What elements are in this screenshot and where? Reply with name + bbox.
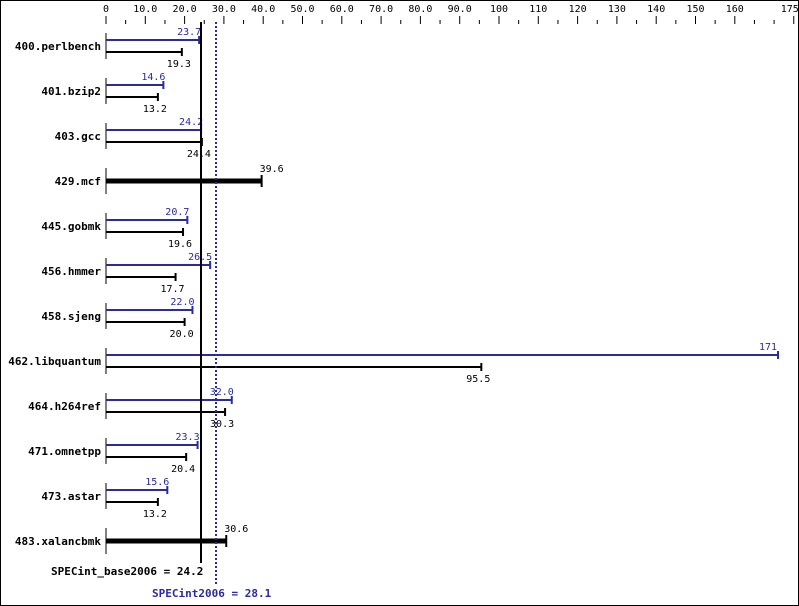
- benchmark-label: 401.bzip2: [41, 85, 101, 98]
- x-tick-label: 150: [686, 4, 704, 15]
- bar-value-label: 30.6: [224, 524, 248, 535]
- benchmark-row: 462.libquantum 171 95.5: [8, 342, 780, 385]
- peak-value-label: 14.6: [141, 72, 165, 83]
- benchmark-row: 483.xalancbmk 30.6: [15, 524, 248, 554]
- benchmark-label: 403.gcc: [55, 130, 101, 143]
- benchmark-row: 429.mcf 39.6: [55, 164, 284, 194]
- bar-value-label: 39.6: [260, 164, 284, 175]
- benchmark-label: 458.sjeng: [41, 310, 101, 323]
- benchmark-label: 456.hmmer: [41, 265, 101, 278]
- base-value-label: 17.7: [161, 284, 185, 295]
- base-value-label: 20.0: [170, 329, 194, 340]
- benchmark-label: 400.perlbench: [15, 40, 101, 53]
- benchmark-label: 464.h264ref: [28, 400, 101, 413]
- x-tick-label: 80.0: [408, 4, 432, 15]
- benchmark-row: 473.astar 15.6 13.2: [41, 477, 169, 520]
- base-summary-label: SPECint_base2006 = 24.2: [51, 565, 203, 578]
- peak-summary-label: SPECint2006 = 28.1: [152, 587, 272, 600]
- peak-value-label: 32.0: [210, 387, 234, 398]
- benchmark-row: 456.hmmer26.517.7: [41, 252, 212, 295]
- benchmark-row: 471.omnetpp 23.3 20.4: [28, 432, 199, 475]
- x-tick-label: 60.0: [330, 4, 354, 15]
- benchmark-label: 473.astar: [41, 490, 101, 503]
- x-tick-label: 90.0: [448, 4, 472, 15]
- benchmark-row: 400.perlbench 23.7 19.3: [15, 27, 201, 70]
- base-value-label: 13.2: [143, 104, 167, 115]
- base-value-label: 30.3: [210, 419, 234, 430]
- benchmark-row: 458.sjeng 22.0 20.0: [41, 297, 194, 340]
- bar-groups: 400.perlbench23.719.3401.bzip214.613.240…: [8, 27, 780, 554]
- peak-value-label: 24.2: [179, 117, 203, 128]
- peak-value-label: 23.7: [177, 27, 201, 38]
- reference-lines: [200, 22, 217, 585]
- x-tick-label: 140: [647, 4, 665, 15]
- x-tick-label: 100: [490, 4, 508, 15]
- benchmark-row: 403.gcc 24.2 24.4: [55, 117, 211, 160]
- x-tick-label: 10.0: [133, 4, 157, 15]
- x-axis: 0 10.0 20.0 30.0 40.0 50.0 60.0 70.0 80.0 90.0 100…: [103, 4, 798, 24]
- x-tick-label: 40.0: [251, 4, 275, 15]
- benchmark-label: 445.gobmk: [41, 220, 101, 233]
- x-tick-label: 70.0: [369, 4, 393, 15]
- x-tick-label: 30.0: [212, 4, 236, 15]
- benchmark-label: 429.mcf: [55, 175, 101, 188]
- benchmark-label: 483.xalancbmk: [15, 535, 101, 548]
- x-tick-label: 50.0: [290, 4, 314, 15]
- benchmark-label: 462.libquantum: [8, 355, 101, 368]
- x-tick-label: 120: [569, 4, 587, 15]
- x-tick-label: 0: [103, 4, 109, 15]
- peak-value-label: 20.7: [165, 207, 189, 218]
- x-tick-label: 175: [781, 4, 798, 15]
- benchmark-label: 471.omnetpp: [28, 445, 101, 458]
- base-value-label: 13.2: [143, 509, 167, 520]
- base-value-label: 19.6: [168, 239, 192, 250]
- peak-value-label: 15.6: [145, 477, 169, 488]
- benchmark-row: 445.gobmk 20.7 19.6: [41, 207, 192, 250]
- peak-value-label: 22.0: [170, 297, 194, 308]
- peak-value-label: 171: [759, 342, 777, 353]
- base-value-label: 24.4: [187, 149, 211, 160]
- benchmark-row: 401.bzip2 14.6 13.2: [41, 72, 167, 115]
- benchmark-row: 464.h264ref 32.0 30.3: [28, 387, 234, 430]
- base-value-label: 19.3: [167, 59, 191, 70]
- x-tick-label: 130: [608, 4, 626, 15]
- base-value-label: 20.4: [171, 464, 195, 475]
- x-tick-label: 110: [529, 4, 547, 15]
- peak-value-label: 23.3: [176, 432, 200, 443]
- x-tick-label: 20.0: [173, 4, 197, 15]
- x-tick-label: 160: [726, 4, 744, 15]
- base-value-label: 95.5: [466, 374, 490, 385]
